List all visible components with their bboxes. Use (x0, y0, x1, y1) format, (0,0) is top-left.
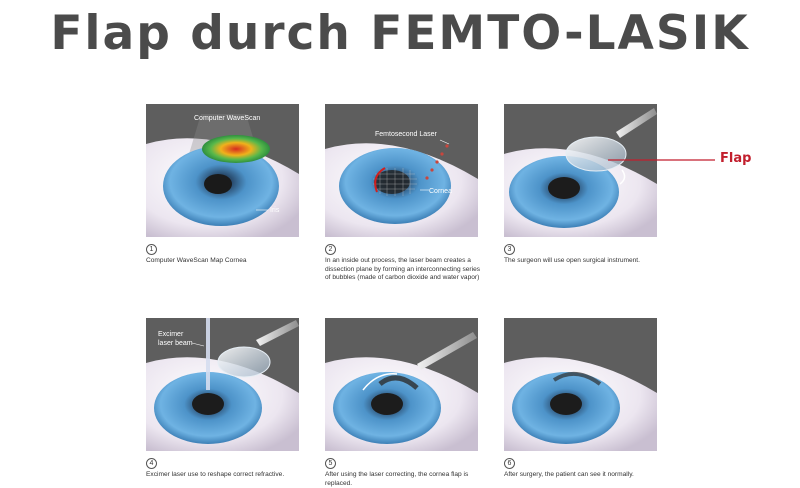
surgical-instrument (256, 320, 299, 346)
step-3-illustration (504, 104, 657, 237)
label-excimer: Excimer (158, 331, 184, 338)
healed-flap (552, 372, 602, 386)
step-4-illustration: Excimer laser beam (146, 318, 299, 451)
step-6-illustration (504, 318, 657, 451)
page-title: Flap durch FEMTO-LASIK (50, 6, 750, 61)
step-4-caption: 4 Excimer laser use to reshape correct r… (146, 458, 306, 480)
label-laser-beam: laser beam (158, 340, 193, 347)
wavescan-map (202, 135, 270, 163)
step-1-illustration: Computer WaveScan Iris (146, 104, 299, 237)
step-number: 3 (504, 244, 515, 255)
step-5-illustration (325, 318, 478, 451)
excimer-laser-beam (206, 318, 210, 390)
step-number: 2 (325, 244, 336, 255)
step-number: 1 (146, 244, 157, 255)
step-number: 4 (146, 458, 157, 469)
step-1-caption: 1 Computer WaveScan Map Cornea (146, 244, 306, 266)
label-femtosecond-laser: Femtosecond Laser (375, 131, 438, 138)
step-3-caption: 3 The surgeon will use open surgical ins… (504, 244, 664, 266)
step-caption-text: In an inside out process, the laser beam… (325, 257, 481, 282)
step-caption-text: The surgeon will use open surgical instr… (504, 257, 640, 264)
surgical-instrument (417, 332, 477, 370)
step-2-caption: 2 In an inside out process, the laser be… (325, 244, 483, 283)
flap-label: Flap (720, 151, 752, 166)
corneal-flap (378, 375, 419, 390)
step-caption-text: Excimer laser use to reshape correct ref… (146, 471, 285, 478)
corneal-flap (217, 346, 271, 378)
flap-pointer-line (657, 159, 715, 161)
label-iris: Iris (270, 207, 280, 214)
step-caption-text: Computer WaveScan Map Cornea (146, 257, 247, 264)
step-6-caption: 6 After surgery, the patient can see it … (504, 458, 664, 480)
label-cornea: Cornea (429, 188, 452, 195)
step-caption-text: After surgery, the patient can see it no… (504, 471, 634, 478)
step-2-illustration: Femtosecond Laser Cornea (325, 104, 478, 237)
corneal-flap (565, 136, 627, 172)
step-caption-text: After using the laser correcting, the co… (325, 471, 469, 487)
step-number: 5 (325, 458, 336, 469)
step-number: 6 (504, 458, 515, 469)
label-computer-wavescan: Computer WaveScan (194, 115, 260, 122)
surgical-instrument (616, 108, 657, 138)
step-5-caption: 5 After using the laser correcting, the … (325, 458, 485, 488)
